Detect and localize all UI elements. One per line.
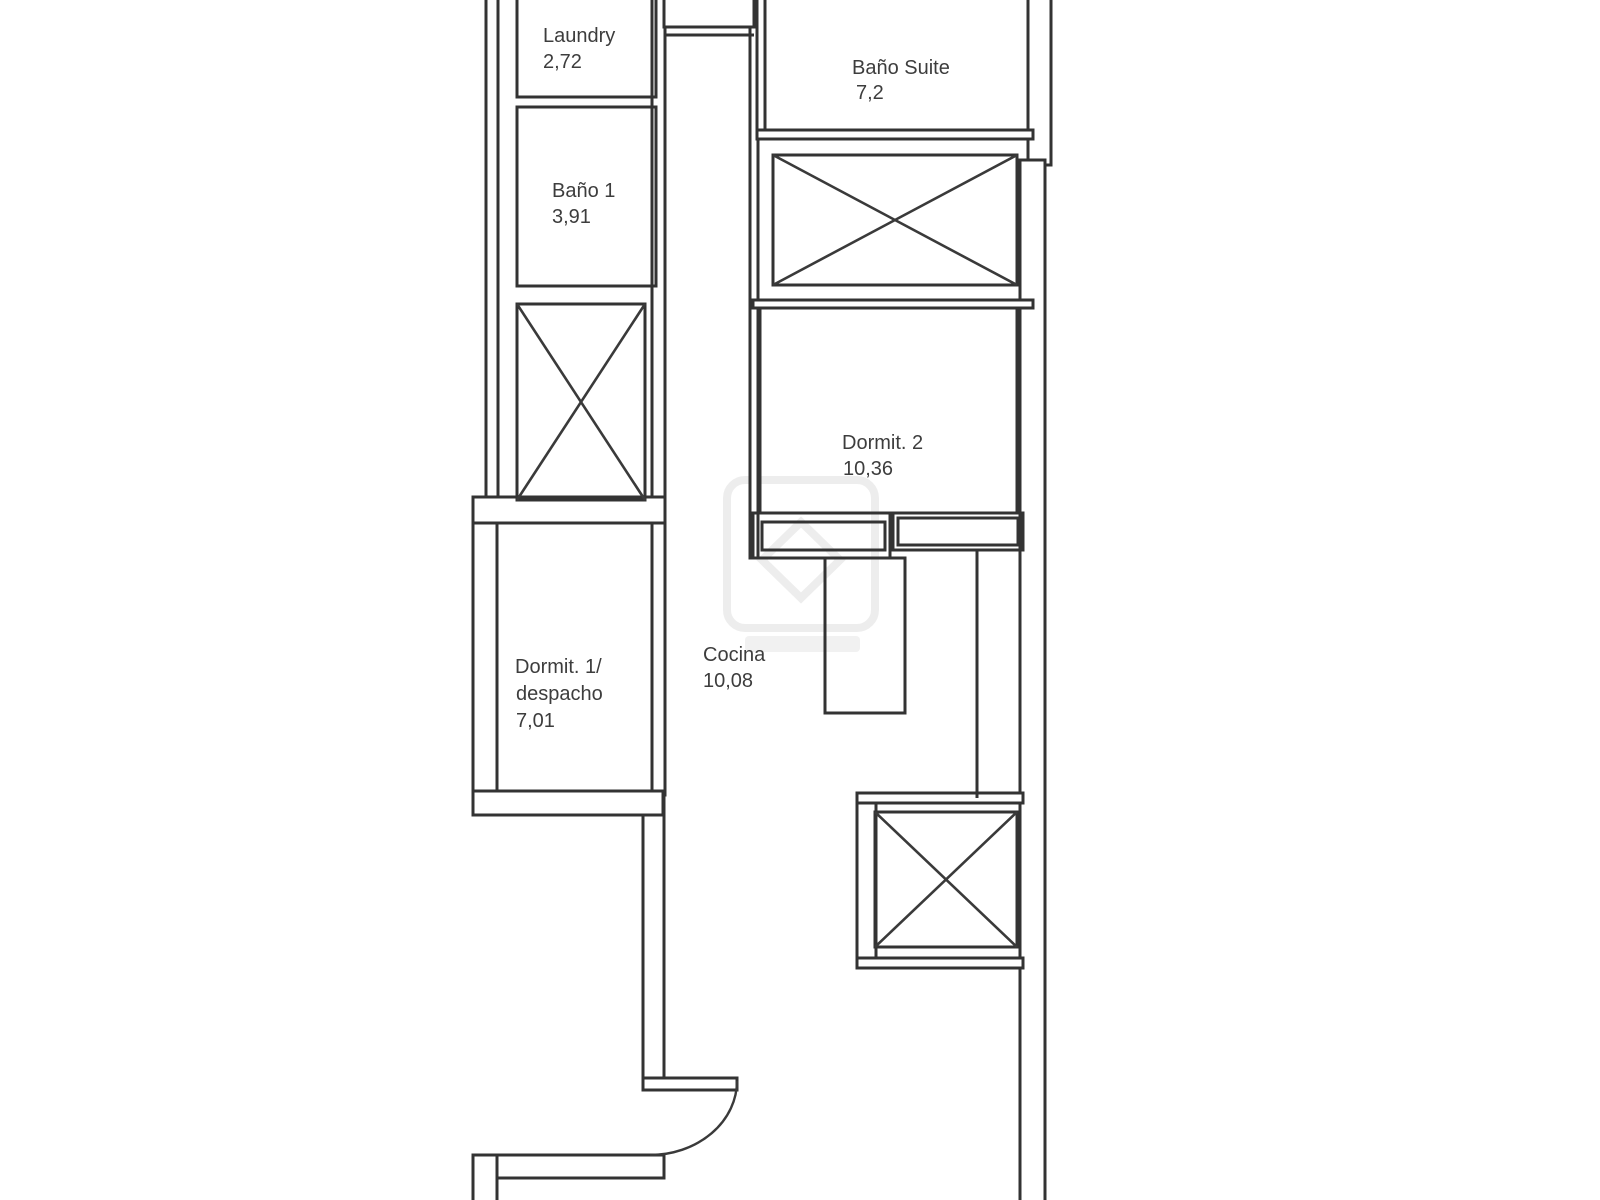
wall-dormit1-bottom xyxy=(471,789,665,817)
wall-bottom-horizontal xyxy=(471,1153,666,1180)
room-bano1-outline xyxy=(515,105,658,288)
shaft-bottom-diagonal-2 xyxy=(874,811,1018,948)
wall-spine-upper xyxy=(650,0,667,797)
label-cocina-name: Cocina xyxy=(703,644,766,666)
label-dormit2-area: 10,36 xyxy=(843,458,893,480)
shaft-bottom xyxy=(873,810,1019,949)
wall-corridor-top-box xyxy=(662,0,756,29)
closet-right-outer xyxy=(891,511,1025,552)
closet-left-inner xyxy=(760,520,887,552)
shaft-left-diagonal-2 xyxy=(515,303,647,501)
room-labels: Laundry 2,72 Baño 1 3,91 Baño Suite 7,2 … xyxy=(515,25,950,732)
wall-right-lower xyxy=(1018,158,1047,1200)
closet-left-outer xyxy=(751,511,892,560)
room-outlines xyxy=(515,0,1025,1157)
label-dormit1-area: 7,01 xyxy=(516,710,555,732)
kitchen-island-outline xyxy=(823,556,907,715)
watermark-logo xyxy=(723,476,879,652)
shaft-suite-diagonal-2 xyxy=(772,153,1018,287)
wall-suite-bottom xyxy=(755,128,1035,141)
label-laundry-name: Laundry xyxy=(543,25,615,47)
wall-bottom-vertical xyxy=(471,1153,499,1200)
watermark-text-bar xyxy=(745,636,860,652)
label-bano1-name: Baño 1 xyxy=(552,180,615,202)
shaft-suite-outline xyxy=(771,153,1019,287)
watermark-glyph xyxy=(756,516,846,604)
wall-suite-left xyxy=(755,0,767,139)
label-dormit2-name: Dormit. 2 xyxy=(842,432,923,454)
entry-door-arc xyxy=(649,1080,739,1157)
label-bano1-area: 3,91 xyxy=(552,206,591,228)
watermark-shape xyxy=(723,476,879,632)
shaft-suite xyxy=(771,153,1019,287)
wall-shaft-enclosure-bottom xyxy=(855,956,1025,970)
wall-left-upper xyxy=(484,0,500,501)
shaft-left xyxy=(515,302,647,502)
room-laundry-outline xyxy=(515,0,658,99)
label-suite-name: Baño Suite xyxy=(852,57,950,79)
wall-shaft-enclosure-left xyxy=(855,791,878,969)
label-laundry-area: 2,72 xyxy=(543,51,582,73)
wall-shaft-enclosure-top xyxy=(855,791,1025,805)
closet-left xyxy=(751,511,892,560)
shaft-bottom-outline xyxy=(873,810,1019,949)
walls xyxy=(471,0,1053,1200)
wall-spine-lower xyxy=(641,789,666,1092)
label-dormit1-name-line1: Dormit. 1/ xyxy=(515,656,602,678)
shaft-left-outline xyxy=(515,302,647,502)
closet-right-inner xyxy=(896,516,1020,547)
closet-right xyxy=(891,511,1025,552)
label-cocina-area: 10,08 xyxy=(703,670,753,692)
label-dormit1-name-line2: despacho xyxy=(516,683,603,705)
wall-entry-stub xyxy=(641,1076,739,1092)
wall-left-lower xyxy=(471,495,499,817)
label-suite-area: 7,2 xyxy=(856,82,884,104)
